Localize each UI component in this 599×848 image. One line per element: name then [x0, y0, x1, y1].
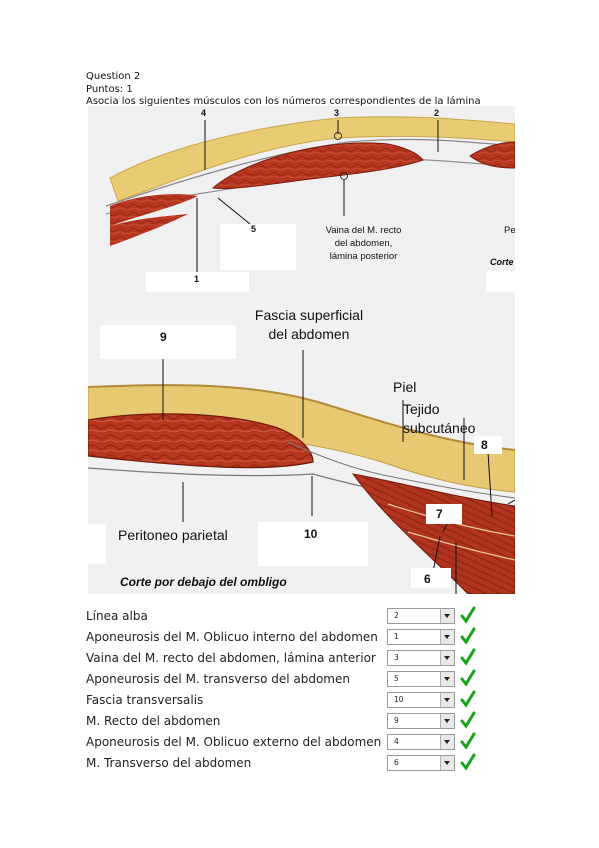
top-hidden-label-box [486, 271, 515, 292]
answer-select[interactable]: 2 [387, 608, 455, 624]
number-label-1: 1 [194, 274, 200, 284]
number-label-3: 3 [334, 108, 340, 118]
check-icon [460, 669, 476, 687]
answer-row: Aponeurosis del M. Oblicuo externo del a… [86, 732, 486, 753]
answer-row: Fascia transversalis 10 [86, 690, 486, 711]
bottom-hidden-label-box [100, 325, 236, 359]
answer-row: Vaina del M. recto del abdomen, lámina a… [86, 648, 486, 669]
number-label-10: 10 [304, 527, 318, 541]
chevron-down-icon[interactable] [440, 735, 454, 749]
chevron-down-icon[interactable] [440, 672, 454, 686]
answer-select-value: 9 [394, 716, 399, 725]
number-label-8: 8 [481, 438, 488, 452]
check-icon [460, 711, 476, 729]
bottom-hidden-label-box [474, 436, 502, 454]
answer-row: Línea alba 2 [86, 606, 486, 627]
answer-label: Aponeurosis del M. Oblicuo interno del a… [86, 630, 378, 644]
answer-select-value: 2 [394, 611, 399, 620]
answer-select[interactable]: 4 [387, 734, 455, 750]
pe-label: Pe [504, 225, 515, 236]
answer-label: M. Transverso del abdomen [86, 756, 252, 770]
answer-select-value: 10 [394, 695, 404, 704]
chevron-down-icon[interactable] [440, 714, 454, 728]
check-icon [460, 606, 476, 624]
answer-row: M. Transverso del abdomen 6 [86, 753, 486, 774]
bottom-hidden-label-box [411, 568, 451, 588]
bottom-hidden-label-box [258, 522, 368, 566]
answer-label: Vaina del M. recto del abdomen, lámina a… [86, 651, 376, 665]
chevron-down-icon[interactable] [440, 756, 454, 770]
answer-select[interactable]: 6 [387, 755, 455, 771]
piel-label: Piel [393, 379, 417, 395]
fascia-superficial-label: Fascia superficial del abdomen [254, 307, 364, 342]
bottom-hidden-label-box [88, 524, 106, 564]
answer-select-value: 6 [394, 758, 399, 767]
answer-label: Línea alba [86, 609, 148, 623]
question-instruction: Asocia los siguientes músculos con los n… [86, 96, 481, 107]
answer-select[interactable]: 9 [387, 713, 455, 729]
anatomy-figure: 4 3 2 5 1 Vaina del M. recto del abdomen… [88, 106, 515, 594]
answer-select-value: 1 [394, 632, 399, 641]
chevron-down-icon[interactable] [440, 651, 454, 665]
answer-row: Aponeurosis del M. transverso del abdome… [86, 669, 486, 690]
check-icon [460, 753, 476, 771]
chevron-down-icon[interactable] [440, 609, 454, 623]
tejido-subcutaneo-label: Tejido subcutáneo [403, 401, 476, 436]
answer-row: M. Recto del abdomen 9 [86, 711, 486, 732]
check-icon [460, 690, 476, 708]
top-panel-image: 4 3 2 5 1 Vaina del M. recto del abdomen… [88, 106, 515, 292]
check-icon [460, 732, 476, 750]
answer-select[interactable]: 10 [387, 692, 455, 708]
answer-select-value: 5 [394, 674, 399, 683]
question-title: Question 2 [86, 71, 141, 82]
answer-select[interactable]: 1 [387, 629, 455, 645]
number-label-4: 4 [201, 108, 207, 118]
number-label-2: 2 [434, 108, 440, 118]
bottom-panel-image: 9 8 7 10 6 Fascia superficial del abdome… [88, 292, 515, 594]
bottom-hidden-label-box [426, 504, 462, 524]
question-points: Puntos: 1 [86, 83, 133, 95]
question-header: Question 2 Puntos: 1 Asocia los siguient… [86, 71, 481, 109]
answer-select[interactable]: 3 [387, 650, 455, 666]
top-hidden-label-box [146, 272, 249, 292]
answer-select[interactable]: 5 [387, 671, 455, 687]
chevron-down-icon[interactable] [440, 630, 454, 644]
answer-select-value: 4 [394, 737, 399, 746]
corte-label: Corte [490, 257, 514, 267]
top-panel-drawing [88, 106, 515, 292]
corte-ombligo-label: Corte por debajo del ombligo [120, 575, 287, 589]
number-label-6: 6 [424, 572, 431, 586]
answer-label: Aponeurosis del M. Oblicuo externo del a… [86, 735, 382, 749]
check-icon [460, 648, 476, 666]
answer-row: Aponeurosis del M. Oblicuo interno del a… [86, 627, 486, 648]
answer-label: Aponeurosis del M. transverso del abdome… [86, 672, 350, 686]
number-label-5: 5 [251, 224, 257, 234]
peritoneo-parietal-label: Peritoneo parietal [118, 527, 228, 543]
chevron-down-icon[interactable] [440, 693, 454, 707]
check-icon [460, 627, 476, 645]
top-hidden-label-box [220, 224, 296, 270]
number-label-7: 7 [436, 507, 443, 521]
number-label-9: 9 [160, 330, 167, 344]
answer-select-value: 3 [394, 653, 399, 662]
vaina-posterior-label: Vaina del M. recto del abdomen, lámina p… [325, 225, 402, 262]
answer-label: Fascia transversalis [86, 693, 204, 707]
answer-label: M. Recto del abdomen [86, 714, 221, 728]
